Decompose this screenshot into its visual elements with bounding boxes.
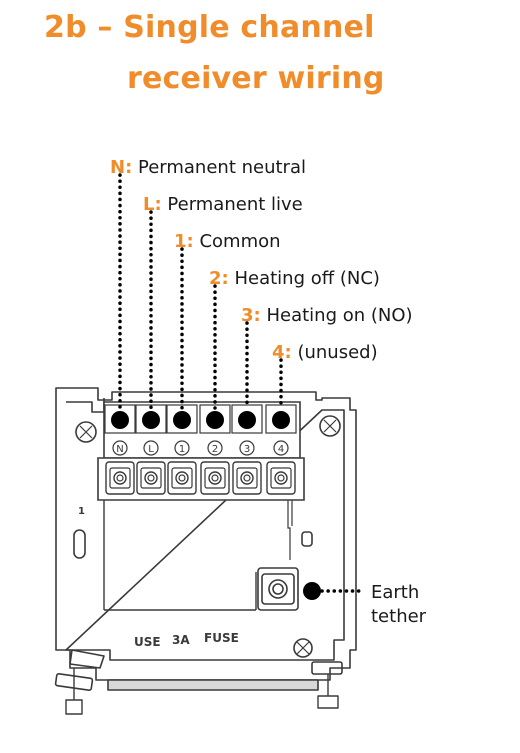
screw-terminal-3 — [167, 461, 197, 495]
screw-terminal-2 — [136, 461, 166, 495]
screw-head-3 — [175, 471, 189, 485]
right-screw-hole — [319, 415, 341, 437]
screw-head-6 — [274, 471, 288, 485]
screw-terminal-4 — [200, 461, 230, 495]
title-line-1: 2b – Single channel — [44, 10, 375, 45]
bottom-foot-left — [54, 673, 94, 691]
left-screw-hole — [75, 421, 97, 443]
label-live-desc: Permanent live — [167, 194, 303, 215]
bottom-rail — [107, 679, 319, 691]
terminal-marking-ring-3 — [174, 440, 190, 456]
label-unused-desc: (unused) — [297, 342, 378, 363]
plate-side-number: 1 — [78, 506, 85, 517]
center-frame — [103, 500, 257, 611]
label-heating-off: 2: Heating off (NC) — [209, 268, 380, 290]
screw-slot-1 — [116, 474, 124, 482]
plate-use-text: USE — [134, 635, 161, 649]
title-line-2: receiver wiring — [127, 61, 385, 96]
plate-fuse-text: FUSE — [204, 631, 239, 645]
label-common-key: 1: — [174, 231, 194, 252]
screw-head-2 — [144, 471, 158, 485]
terminal-dot-2 — [142, 411, 160, 429]
backplate — [54, 387, 357, 715]
label-neutral: N: Permanent neutral — [110, 157, 306, 179]
bottom-screw-hole — [293, 638, 313, 658]
terminal-marking-1: N — [116, 444, 123, 455]
terminal-marking-ring-6 — [273, 440, 289, 456]
terminal-marking-ring-2 — [143, 440, 159, 456]
label-neutral-desc: Permanent neutral — [138, 157, 306, 178]
screw-slot-2 — [147, 474, 155, 482]
earth-connection-dot — [303, 582, 321, 600]
label-common-desc: Common — [199, 231, 281, 252]
screw-terminal-1 — [105, 461, 135, 495]
left-slot — [73, 529, 86, 559]
label-unused-key: 4: — [272, 342, 292, 363]
plate-rating-text: 3A — [172, 633, 190, 647]
label-heating-on-desc: Heating on (NO) — [266, 305, 413, 326]
screw-terminal-inner-6 — [270, 467, 292, 489]
screw-slot-3 — [178, 474, 186, 482]
screw-slot-5 — [243, 474, 251, 482]
terminal-marking-3: 1 — [179, 444, 185, 455]
terminal-marking-6: 4 — [278, 444, 284, 455]
plate-text: 1 USE 3A FUSE — [78, 506, 239, 649]
left-flap — [69, 649, 105, 669]
terminal-marking-ring-4 — [207, 440, 223, 456]
screw-terminal-inner-4 — [204, 467, 226, 489]
screw-head-1 — [113, 471, 127, 485]
earth-tether-block — [257, 567, 299, 611]
label-live-key: L: — [143, 194, 162, 215]
screw-terminal-5 — [232, 461, 262, 495]
label-common: 1: Common — [174, 231, 281, 253]
label-earth-line-1: Earth — [371, 582, 420, 603]
label-heating-on-key: 3: — [241, 305, 261, 326]
terminal-marking-ring-5 — [239, 440, 255, 456]
screw-terminal-inner-3 — [171, 467, 193, 489]
screw-terminal-inner-2 — [140, 467, 162, 489]
backplate-outline — [55, 387, 357, 681]
terminal-marking-4: 2 — [212, 444, 218, 455]
screw-head-5 — [240, 471, 254, 485]
terminal-dot-4 — [206, 411, 224, 429]
label-live: L: Permanent live — [143, 194, 303, 216]
right-slot — [301, 531, 313, 547]
label-heating-off-key: 2: — [209, 268, 229, 289]
terminal-dot-3 — [173, 411, 191, 429]
screw-head-4 — [208, 471, 222, 485]
earth-leader — [303, 582, 366, 600]
label-unused: 4: (unused) — [272, 342, 378, 364]
terminal-dot-1 — [111, 411, 129, 429]
terminal-marking-2: L — [148, 444, 154, 455]
terminal-dot-5 — [238, 411, 256, 429]
screw-terminal-6 — [266, 461, 296, 495]
screw-slot-6 — [277, 474, 285, 482]
page-title: 2b – Single channel receiver wiring — [44, 2, 385, 104]
label-earth-tether: Earth tether — [371, 581, 426, 629]
label-heating-on: 3: Heating on (NO) — [241, 305, 413, 327]
screw-slot-4 — [211, 474, 219, 482]
bottom-foot-right — [311, 661, 343, 675]
label-heating-off-desc: Heating off (NC) — [234, 268, 380, 289]
terminal-marking-ring-1 — [112, 440, 128, 456]
screw-terminal-inner-1 — [109, 467, 131, 489]
label-neutral-key: N: — [110, 157, 133, 178]
internal-wire-channel — [287, 500, 293, 560]
terminal-dot-6 — [272, 411, 290, 429]
screw-terminal-inner-5 — [236, 467, 258, 489]
terminal-marking-5: 3 — [244, 444, 250, 455]
label-earth-line-2: tether — [371, 606, 427, 627]
terminals-layer: N L 1 2 3 4 — [104, 173, 297, 495]
